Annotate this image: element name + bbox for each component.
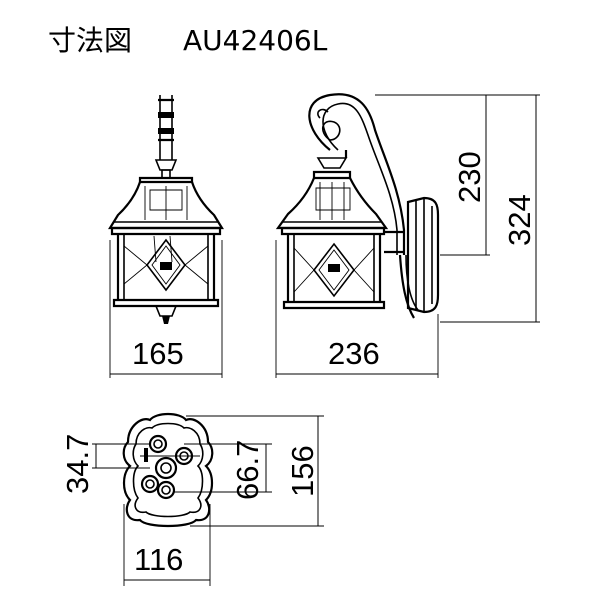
hole-pitch-label: 66.7 (230, 440, 265, 500)
height-to-arm-label: 230 (452, 151, 487, 203)
base-plate (122, 412, 214, 528)
base-width-label: 116 (134, 542, 183, 577)
front-view-lantern (108, 95, 224, 324)
side-depth-label: 236 (328, 336, 380, 371)
hole-center (154, 456, 178, 480)
hole-bottom-right (156, 480, 176, 500)
front-width-label: 165 (132, 336, 184, 371)
side-view-lantern (275, 93, 440, 319)
height-dimensions: 230 324 (375, 94, 540, 323)
side-depth-dimension: 236 (275, 240, 439, 378)
model-number: AU42406L (183, 24, 328, 57)
total-height-label: 324 (502, 194, 537, 246)
front-width-dimension: 165 (109, 240, 223, 378)
hole-offset-label: 34.7 (60, 434, 95, 494)
base-dimensions: 34.7 66.7 156 116 (60, 415, 324, 586)
base-height-label: 156 (285, 445, 320, 497)
drawing-label: 寸法図 (48, 24, 132, 57)
hole-top-left (148, 434, 168, 454)
hole-bottom-left (140, 474, 160, 494)
